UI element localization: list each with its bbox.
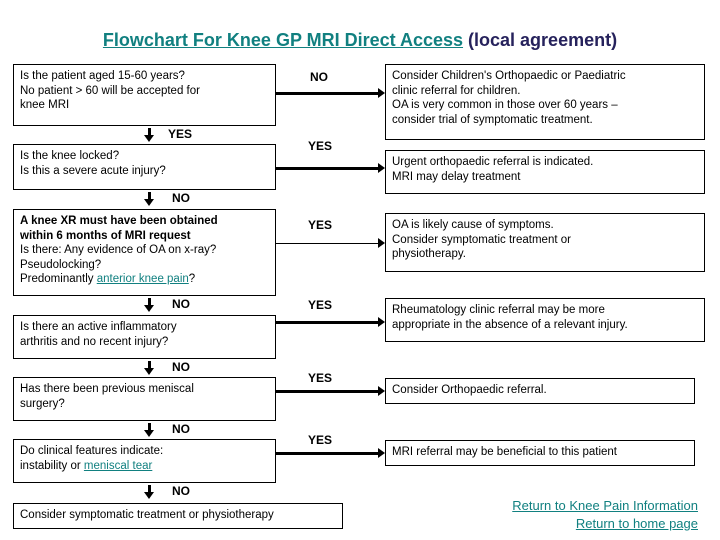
terminal-line: Consider symptomatic treatment or physio…	[20, 509, 274, 521]
branch-label-down-3: NO	[172, 297, 190, 311]
connector-line-1	[276, 92, 378, 95]
question-box-clinical-features: Do clinical features indicate: instabili…	[13, 439, 276, 483]
question-line: Do clinical features indicate:	[20, 445, 164, 457]
branch-label-down-1: YES	[168, 127, 193, 141]
branch-label-side-6: YES	[308, 433, 333, 447]
outcome-line: Consider symptomatic treatment or	[392, 233, 571, 246]
outcome-line: appropriate in the absence of a relevant…	[392, 318, 628, 331]
link-prefix: Predominantly	[20, 273, 97, 285]
question-line: Is there: Any evidence of OA on x-ray?	[20, 244, 217, 256]
question-line: Is the patient aged 15-60 years?	[20, 70, 185, 82]
terminal-box-symptomatic-treatment: Consider symptomatic treatment or physio…	[13, 503, 343, 529]
branch-label-down-5: NO	[172, 422, 190, 436]
down-arrowhead-3	[144, 305, 154, 312]
title-tail: (local agreement)	[463, 30, 618, 50]
question-line-bold: A knee XR must have been obtained	[20, 215, 218, 227]
down-arrowhead-4	[144, 368, 154, 375]
link-suffix: ?	[188, 273, 196, 285]
branch-label-side-2: YES	[308, 139, 333, 153]
down-connector-line-4	[148, 361, 151, 371]
branch-label-side-5: YES	[308, 371, 333, 385]
anterior-knee-pain-link[interactable]: anterior knee pain	[96, 273, 189, 285]
outcome-line: consider trial of symptomatic treatment.	[392, 113, 593, 126]
down-arrowhead-6	[144, 492, 154, 499]
outcome-line: Rheumatology clinic referral may be more	[392, 304, 605, 316]
outcome-line: MRI referral may be beneficial to this p…	[392, 446, 617, 458]
question-line: Is this a severe acute injury?	[20, 164, 166, 177]
down-arrowhead-2	[144, 199, 154, 206]
question-box-locked: Is the knee locked? Is this a severe acu…	[13, 144, 276, 190]
footer-links: Return to Knee Pain Information Return t…	[512, 497, 698, 533]
down-connector-line-3	[148, 298, 151, 308]
down-arrowhead-5	[144, 430, 154, 437]
outcome-box-orthopaedic: Consider Orthopaedic referral.	[385, 378, 695, 404]
question-box-arthritis: Is there an active inflammatory arthriti…	[13, 315, 276, 359]
outcome-line: physiotherapy.	[392, 248, 466, 260]
connector-arrowhead-1	[378, 88, 385, 98]
question-box-meniscal-surgery: Has there been previous meniscal surgery…	[13, 377, 276, 421]
down-connector-line-1	[148, 128, 151, 138]
link-prefix: instability or	[20, 459, 84, 472]
branch-label-side-4: YES	[308, 298, 333, 312]
outcome-line: MRI may delay treatment	[392, 170, 521, 183]
outcome-box-urgent-ortho: Urgent orthopaedic referral is indicated…	[385, 150, 705, 194]
down-connector-line-2	[148, 192, 151, 202]
connector-line-6	[276, 452, 378, 455]
return-to-home-page-link[interactable]: Return to home page	[575, 516, 698, 531]
title-link[interactable]: Flowchart For Knee GP MRI Direct Access	[102, 30, 464, 50]
question-line: Has there been previous meniscal	[20, 383, 194, 395]
connector-line-3	[276, 243, 378, 244]
question-line: No patient > 60 will be accepted for	[20, 84, 200, 97]
meniscal-tear-link[interactable]: meniscal tear	[83, 459, 153, 472]
return-to-knee-pain-information-link[interactable]: Return to Knee Pain Information	[512, 498, 698, 513]
connector-arrowhead-5	[378, 386, 385, 396]
question-box-age: Is the patient aged 15-60 years? No pati…	[13, 64, 276, 126]
question-line: arthritis and no recent injury?	[20, 335, 169, 348]
connector-line-5	[276, 390, 378, 393]
question-line-bold: within 6 months of MRI request	[20, 229, 191, 242]
outcome-line: Urgent orthopaedic referral is indicated…	[392, 156, 594, 168]
connector-arrowhead-6	[378, 448, 385, 458]
outcome-line: clinic referral for children.	[392, 84, 521, 97]
question-box-xray: A knee XR must have been obtained within…	[13, 209, 276, 296]
outcome-box-mri: MRI referral may be beneficial to this p…	[385, 440, 695, 466]
question-line: Is there an active inflammatory	[20, 321, 177, 333]
question-line-with-link: Predominantly anterior knee pain?	[20, 272, 269, 287]
page-title: Flowchart For Knee GP MRI Direct Access …	[0, 30, 720, 51]
down-connector-line-6	[148, 485, 151, 495]
outcome-line: OA is very common in those over 60 years…	[392, 99, 618, 111]
connector-arrowhead-4	[378, 317, 385, 327]
outcome-line: OA is likely cause of symptoms.	[392, 219, 554, 231]
outcome-box-rheumatology: Rheumatology clinic referral may be more…	[385, 298, 705, 342]
outcome-line: Consider Orthopaedic referral.	[392, 384, 547, 396]
question-line: surgery?	[20, 397, 65, 410]
outcome-box-oa-likely: OA is likely cause of symptoms. Consider…	[385, 213, 705, 272]
branch-label-side-1: NO	[310, 70, 328, 84]
branch-label-down-4: NO	[172, 360, 190, 374]
outcome-box-paediatric: Consider Children's Orthopaedic or Paedi…	[385, 64, 705, 140]
connector-line-2	[276, 167, 378, 170]
down-arrowhead-1	[144, 135, 154, 142]
question-line-with-link: instability or meniscal tear	[20, 459, 269, 474]
question-line: Is the knee locked?	[20, 150, 120, 162]
connector-arrowhead-3	[378, 238, 385, 248]
question-line: knee MRI	[20, 99, 70, 111]
branch-label-side-3: YES	[308, 218, 333, 232]
question-line: Pseudolocking?	[20, 258, 102, 271]
connector-arrowhead-2	[378, 163, 385, 173]
down-connector-line-5	[148, 423, 151, 433]
outcome-line: Consider Children's Orthopaedic or Paedi…	[392, 70, 626, 82]
connector-line-4	[276, 321, 378, 324]
branch-label-down-6: NO	[172, 484, 190, 498]
branch-label-down-2: NO	[172, 191, 190, 205]
